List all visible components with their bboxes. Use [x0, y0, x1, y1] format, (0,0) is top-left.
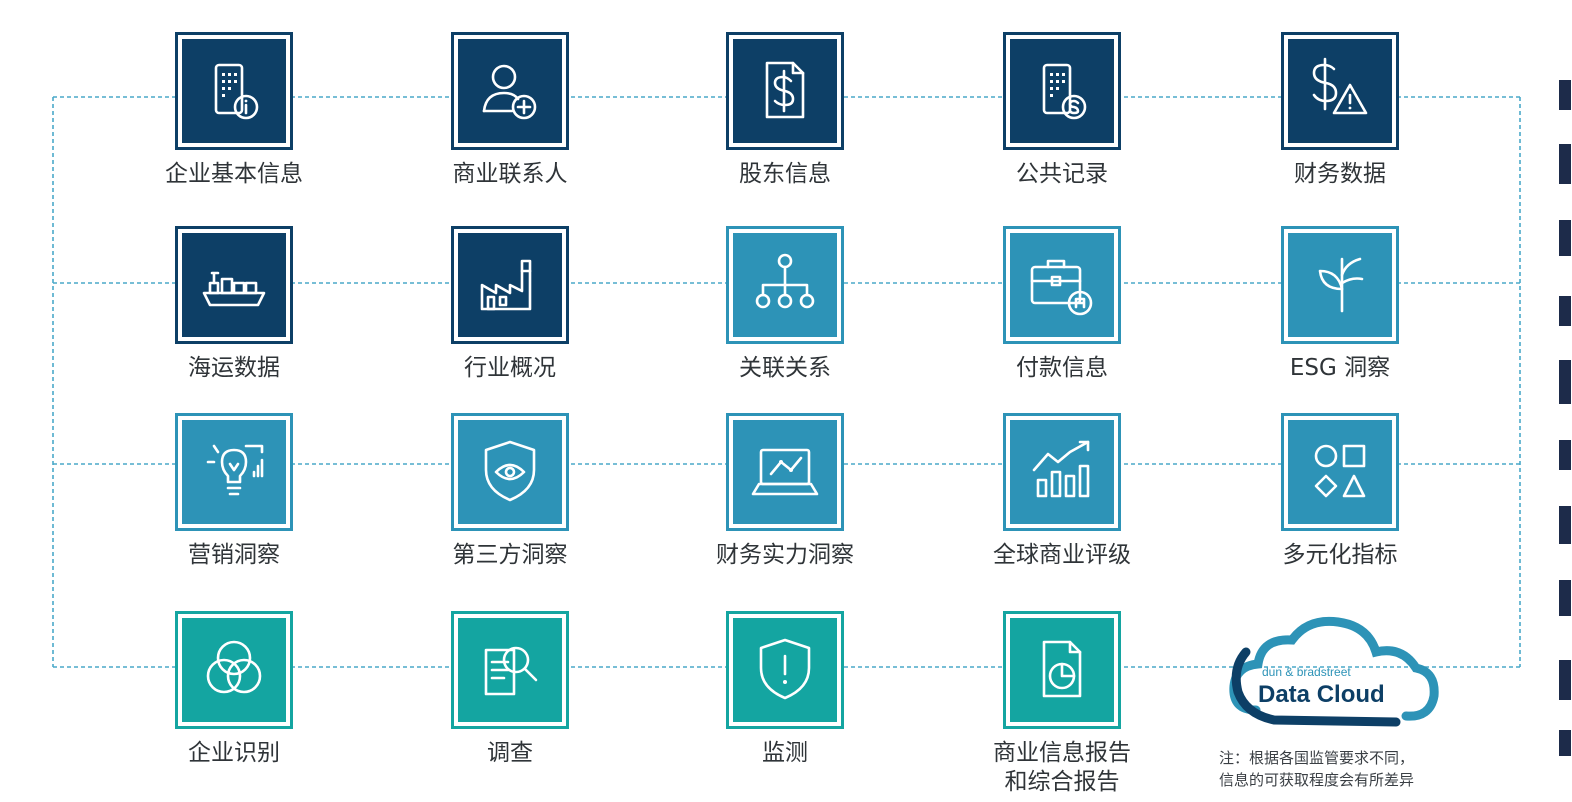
- edge-mark: [1559, 296, 1571, 326]
- tile-18: [726, 611, 844, 729]
- edge-mark: [1559, 580, 1571, 616]
- tile-14: [1003, 413, 1121, 531]
- building-dollar-icon: [1042, 63, 1087, 120]
- dollar-warning-icon: [1312, 57, 1368, 115]
- edge-mark: [1559, 220, 1571, 256]
- tile-2: [451, 32, 569, 150]
- tile-16: [175, 611, 293, 729]
- cargo-ship-icon: [202, 271, 266, 307]
- building-info-icon: [214, 63, 259, 120]
- edge-mark: [1559, 506, 1571, 544]
- tile-8: [726, 226, 844, 344]
- tile-1: [175, 32, 293, 150]
- tile-label-3: 股东信息: [739, 161, 831, 187]
- shield-eye-icon: [484, 440, 536, 502]
- tile-label-1: 企业基本信息: [165, 161, 303, 187]
- lightbulb-chart-icon: [206, 444, 264, 496]
- edge-mark: [1559, 440, 1571, 470]
- add-contact-icon: [482, 64, 537, 120]
- tile-label-8: 关联关系: [739, 355, 831, 381]
- tile-13: [726, 413, 844, 531]
- edge-mark: [1559, 144, 1571, 184]
- factory-icon: [480, 259, 532, 311]
- tile-10: [1281, 226, 1399, 344]
- tile-label-18: 监测: [762, 740, 808, 766]
- tile-label-7: 行业概况: [464, 355, 556, 381]
- tile-4: [1003, 32, 1121, 150]
- data-cloud-logo: dun & bradstreet Data Cloud: [1229, 616, 1439, 727]
- dollar-document-icon: [765, 61, 805, 119]
- tile-label-17: 调查: [487, 740, 533, 766]
- logo-brand: dun & bradstreet: [1262, 665, 1351, 679]
- document-search-icon: [484, 646, 538, 696]
- logo-product: Data Cloud: [1258, 681, 1385, 708]
- right-edge-marks: [1548, 60, 1572, 760]
- tile-label-6: 海运数据: [188, 355, 280, 381]
- tile-label-13: 财务实力洞察: [716, 542, 854, 568]
- tile-6: [175, 226, 293, 344]
- tile-label-9: 付款信息: [1016, 355, 1108, 381]
- tile-label-16: 企业识别: [188, 740, 280, 766]
- shield-alert-icon: [759, 638, 811, 700]
- briefcase-payment-icon: [1030, 259, 1093, 316]
- tile-15: [1281, 413, 1399, 531]
- edge-mark: [1559, 660, 1571, 700]
- edge-mark: [1559, 360, 1571, 404]
- bar-chart-trend-icon: [1032, 440, 1090, 498]
- tile-label-10: ESG 洞察: [1289, 355, 1391, 381]
- footnote: 注：根据各国监管要求不同， 信息的可获取程度会有所差异: [1219, 749, 1415, 789]
- tile-7: [451, 226, 569, 344]
- laptop-chart-icon: [751, 448, 819, 496]
- plant-icon: [1318, 257, 1364, 313]
- edge-mark: [1559, 80, 1571, 110]
- tile-label-4: 公共记录: [1016, 161, 1108, 187]
- tile-9: [1003, 226, 1121, 344]
- tile-19: [1003, 611, 1121, 729]
- edge-mark: [1559, 730, 1571, 756]
- tile-11: [175, 413, 293, 531]
- tile-label-11: 营销洞察: [188, 542, 280, 568]
- tile-label-5: 财务数据: [1294, 161, 1386, 187]
- tile-label-15: 多元化指标: [1282, 542, 1398, 568]
- tile-label-2: 商业联系人: [452, 161, 568, 187]
- report-pie-icon: [1042, 640, 1082, 698]
- shapes-icon: [1314, 444, 1366, 498]
- tile-12: [451, 413, 569, 531]
- tile-label-19: 商业信息报告 和综合报告: [993, 740, 1131, 795]
- tile-5: [1281, 32, 1399, 150]
- venn-circles-icon: [206, 640, 262, 694]
- hierarchy-icon: [755, 253, 815, 309]
- tile-17: [451, 611, 569, 729]
- tile-label-12: 第三方洞察: [452, 542, 568, 568]
- tile-3: [726, 32, 844, 150]
- tile-label-14: 全球商业评级: [993, 542, 1131, 568]
